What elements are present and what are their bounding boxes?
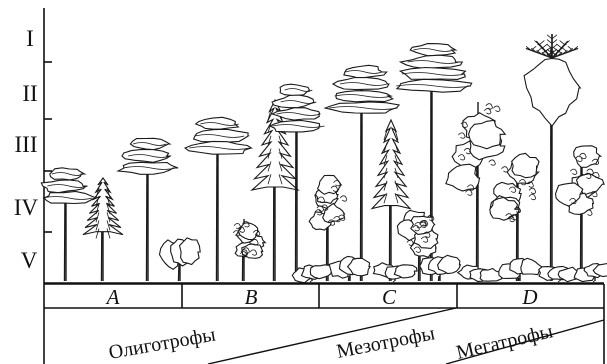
tree-icon — [374, 263, 418, 282]
tree-icon — [458, 265, 502, 282]
zone-label-c: C — [382, 285, 397, 309]
tree-icon — [41, 168, 96, 281]
trophic-label-oligotrophs: Олиготрофы — [107, 324, 217, 364]
stratum-labels: I II III IV V — [14, 26, 39, 273]
stratum-label-1: I — [26, 26, 34, 51]
stratum-label-5: V — [21, 248, 38, 273]
zone-label-a: A — [105, 285, 120, 309]
tree-icon — [556, 146, 605, 281]
tree-icon — [83, 178, 123, 281]
tree-icon — [372, 120, 410, 281]
tree-icon — [329, 256, 370, 281]
zone-label-b: B — [245, 285, 258, 309]
tree-icon — [233, 219, 265, 281]
trophic-label-megatrophs: Мегатрофы — [454, 320, 555, 364]
tree-icon — [292, 265, 331, 283]
tree-icon — [160, 238, 201, 281]
tree-silhouettes — [41, 34, 607, 283]
zone-label-d: D — [521, 285, 537, 309]
trophic-label-mesotrophs: Мезотрофы — [335, 322, 437, 363]
tree-icon — [574, 263, 607, 282]
trophic-band: Олиготрофы Мезотрофы Мегатрофы — [107, 308, 604, 364]
stratum-label-2: II — [22, 81, 37, 106]
tree-icon — [420, 255, 461, 281]
height-axis — [44, 8, 52, 284]
tree-icon — [499, 258, 543, 281]
stratum-label-3: III — [15, 132, 38, 157]
stratum-label-4: IV — [14, 195, 39, 220]
